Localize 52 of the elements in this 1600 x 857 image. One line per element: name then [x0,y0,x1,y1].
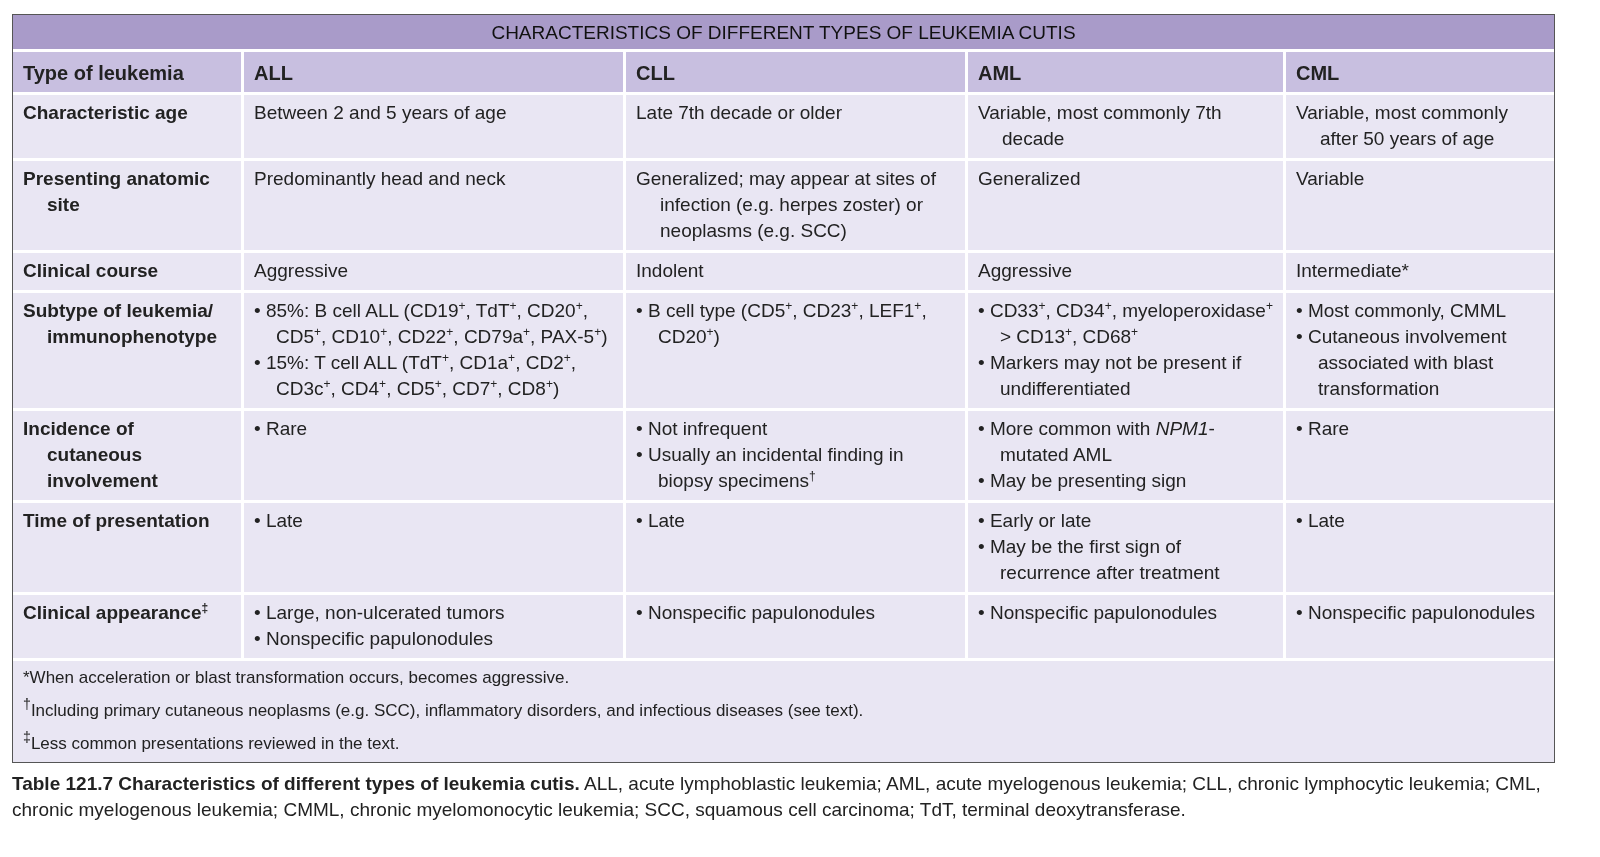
footnote: $^{‡}$Less common presentations reviewed in the text. [23,727,401,755]
list-item: • More common with NPM1-mutated AML [978,417,1216,467]
footnote: $^{†}$Including primary cutaneous neoplasms (e.g. SCC), inflammatory disorders, and infectious diseases (see text). [23,695,865,722]
column-header: CLL [626,52,965,92]
row-header: Characteristic age [13,95,241,158]
column-header: ALL [244,52,623,92]
table-cell: Intermediate* [1286,253,1554,290]
row-header: Time of presentation [13,503,241,592]
table-cell: Variable, most commonly after 50 years of age [1286,95,1554,158]
list-item: • 15%: T cell ALL (TdT$^{+}$, CD1a$^{+}$, CD2$^{+}$, CD3c$^{+}$, CD4$^{+}$, CD5$^{+}$, CD7$^{+}$, CD8$^{+}$) [254,350,577,401]
table-cell: Between 2 and 5 years of age [244,95,623,158]
list-item: • B cell type (CD5$^{+}$, CD23$^{+}$, LEF1$^{+}$, CD20$^{+}$) [636,298,928,349]
column-header: AML [968,52,1283,92]
table-cell: Aggressive [968,253,1283,290]
footnote: *When acceleration or blast transformation occurs, becomes aggressive. [23,667,571,689]
table-cell: Variable, most commonly 7th decade [968,95,1283,158]
list-item: • Early or late [978,509,1093,533]
list-item: • Late [254,509,304,533]
table-cell: Late 7th decade or older [626,95,965,158]
list-item: • CD33$^{+}$, CD34$^{+}$, myeloperoxidase$^{+}$ > CD13$^{+}$, CD68$^{+}$ [978,298,1274,349]
list-item: • May be presenting sign [978,469,1188,493]
table-cell: Predominantly head and neck [244,161,623,250]
list-item: • Markers may not be present if undifferentiated [978,351,1243,401]
list-item: • Late [1296,509,1346,533]
table-cell: Indolent [626,253,965,290]
table-caption: Table 121.7 Characteristics of different types of leukemia cutis. ALL, acute lymphoblastic leukemia; AML, acute myelogenous leukemia; CLL, chronic lymphocytic leukemia; CML, chronic myelogenous leukemia; CMML, chronic myelomonocytic leukemia; SCC, squamous cell carcinoma; TdT, terminal deoxytransferase. [12,772,1542,823]
list-item: • Nonspecific papulonodules [1296,601,1537,625]
list-item: • Nonspecific papulonodules [636,601,877,625]
table-cell: Variable [1286,161,1554,250]
row-header: Clinical appearance$^{‡}$ [13,595,241,658]
list-item: • Nonspecific papulonodules [254,627,495,651]
row-header: Type of leukemia [13,52,241,92]
table-title: CHARACTERISTICS OF DIFFERENT TYPES OF LEUKEMIA CUTIS [13,15,1554,49]
list-item: • May be the first sign of recurrence after treatment [978,535,1221,585]
list-item: • Large, non-ulcerated tumors [254,601,506,625]
list-item: • Most commonly, CMML [1296,299,1508,323]
list-item: • Rare [1296,417,1351,441]
row-header: Subtype of leukemia/ immunophenotype [13,293,241,408]
list-item: • 85%: B cell ALL (CD19$^{+}$, TdT$^{+}$, CD20$^{+}$, CD5$^{+}$, CD10$^{+}$, CD22$^{+}$, CD79a$^{+}$, PAX-5$^{+}$) [254,298,609,349]
list-item: • Usually an incidental finding in biopsy specimens$^{†}$ [636,443,905,493]
list-item: • Rare [254,417,309,441]
list-item: • Cutaneous involvement associated with blast transformation [1296,325,1508,401]
list-item: • Late [636,509,686,533]
column-header: CML [1286,52,1554,92]
row-header: Clinical course [13,253,241,290]
table-cell: Generalized [968,161,1283,250]
list-item: • Not infrequent [636,417,769,441]
table-cell: Aggressive [244,253,623,290]
row-header: Presenting anatomic site [13,161,241,250]
table-cell: Generalized; may appear at sites of infection (e.g. herpes zoster) or neoplasms (e.g. SCC) [626,161,965,250]
list-item: • Nonspecific papulonodules [978,601,1219,625]
row-header: Incidence of cutaneous involvement [13,411,241,500]
